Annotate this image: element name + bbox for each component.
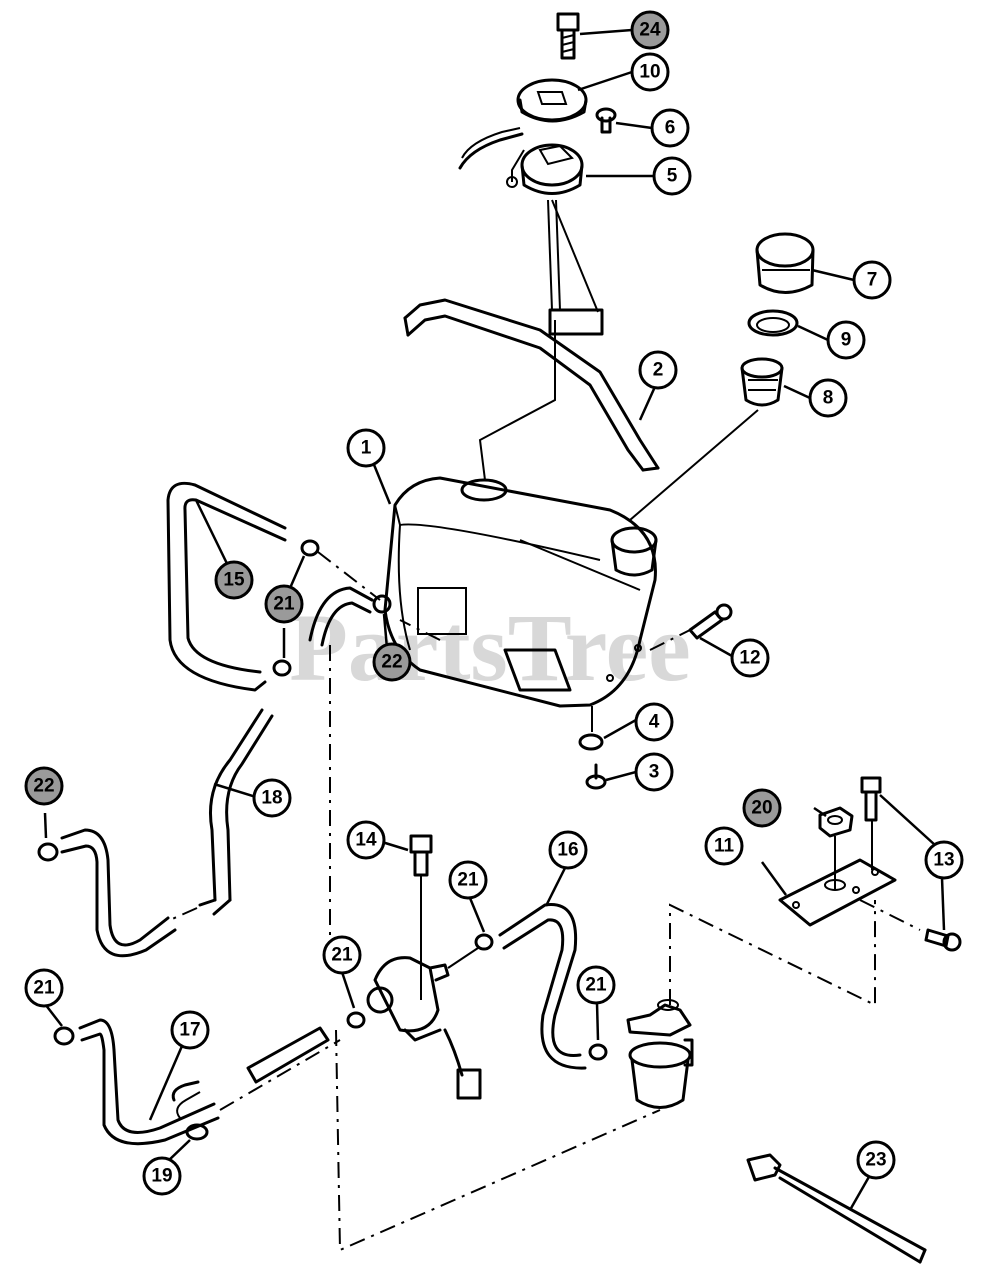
svg-text:1: 1 [361,438,372,459]
part-fuel-filter[interactable] [626,999,694,1109]
callout-14[interactable]: 14 [346,820,386,860]
part-4-washer[interactable] [578,706,604,751]
callout-22-b[interactable]: 22 [24,766,64,806]
part-9-gasket[interactable] [747,309,799,337]
svg-text:23: 23 [865,1150,886,1171]
svg-text:5: 5 [667,166,678,187]
svg-text:24: 24 [639,20,661,41]
svg-text:21: 21 [585,975,607,996]
callout-8[interactable]: 8 [808,378,848,418]
callout-21-e[interactable]: 21 [24,968,64,1008]
svg-text:11: 11 [714,836,735,857]
svg-text:12: 12 [739,648,760,669]
callout-24[interactable]: 24 [630,10,670,50]
svg-text:14: 14 [355,830,377,851]
svg-text:17: 17 [179,1020,200,1041]
part-10-sender-cover[interactable] [516,78,588,123]
part-18-hose[interactable] [169,708,274,921]
svg-text:18: 18 [261,788,282,809]
callout-20[interactable]: 20 [742,788,782,828]
callout-23[interactable]: 23 [856,1140,896,1180]
svg-text:3: 3 [649,762,660,783]
svg-text:20: 20 [751,798,772,819]
svg-text:7: 7 [867,270,878,291]
callout-19[interactable]: 19 [142,1156,182,1196]
part-24-bolt[interactable] [556,12,580,60]
part-17-hose[interactable] [53,1018,341,1146]
callout-21-c[interactable]: 21 [322,935,362,975]
callout-11[interactable]: 11 [704,826,744,866]
callout-1[interactable]: 1 [346,428,386,468]
svg-text:21: 21 [457,870,479,891]
svg-text:15: 15 [223,570,245,591]
callout-17[interactable]: 17 [170,1010,210,1050]
part-2-tank-strap[interactable] [403,298,660,472]
callout-21-a[interactable]: 21 [264,584,304,624]
part-23-cable-tie[interactable] [746,1153,927,1264]
callout-12[interactable]: 12 [730,638,770,678]
part-19-clip[interactable] [171,1080,209,1141]
part-20-nut[interactable] [818,806,854,838]
part-7-fuel-cap[interactable] [755,232,815,294]
part-6-screw[interactable] [595,107,617,134]
callout-21-b[interactable]: 21 [448,860,488,900]
callout-10[interactable]: 10 [630,52,670,92]
part-5-fuel-gauge-sender[interactable] [458,127,604,336]
part-13-bolt-lower[interactable] [924,928,962,952]
callout-4[interactable]: 4 [634,702,674,742]
callout-18[interactable]: 18 [252,778,292,818]
svg-text:22: 22 [381,652,402,673]
part-13-bolt-upper[interactable] [860,776,882,822]
svg-text:4: 4 [649,712,660,733]
svg-text:13: 13 [933,850,954,871]
svg-text:22: 22 [33,776,54,797]
callout-21-d[interactable]: 21 [576,965,616,1005]
callout-9[interactable]: 9 [826,320,866,360]
part-11-mounting-plate[interactable] [778,858,897,927]
svg-text:16: 16 [557,840,578,861]
svg-text:6: 6 [665,118,676,139]
part-fuel-pump[interactable] [346,933,494,1100]
assembly-lines [329,619,921,1252]
callout-22-a[interactable]: 22 [372,642,412,682]
svg-text:21: 21 [33,978,55,999]
part-3-drain-plug[interactable] [585,763,607,790]
part-15-hose[interactable] [166,481,287,692]
svg-text:8: 8 [823,388,834,409]
callout-5[interactable]: 5 [652,156,692,196]
svg-text:2: 2 [653,360,664,381]
svg-text:9: 9 [841,330,852,351]
callout-3[interactable]: 3 [634,752,674,792]
part-14-bolt[interactable] [409,834,433,1000]
callout-13[interactable]: 13 [924,840,964,880]
svg-text:21: 21 [331,945,353,966]
callout-15[interactable]: 15 [214,560,254,600]
svg-text:21: 21 [273,594,295,615]
part-16-hose[interactable] [498,903,608,1070]
callout-leaders [43,28,946,1211]
partstree-watermark: PartsTree [289,594,691,701]
part-22-lower-hose[interactable] [37,828,177,958]
part-12-bolt[interactable] [649,603,733,651]
svg-text:19: 19 [151,1166,172,1187]
part-8-strainer[interactable] [629,357,784,521]
callout-6[interactable]: 6 [650,108,690,148]
part-22-vent-hose[interactable] [308,586,392,647]
svg-text:10: 10 [639,62,660,83]
callout-16[interactable]: 16 [548,830,588,870]
callout-2[interactable]: 2 [638,350,678,390]
callout-7[interactable]: 7 [852,260,892,300]
part-21-clamp-upper[interactable] [272,539,381,677]
